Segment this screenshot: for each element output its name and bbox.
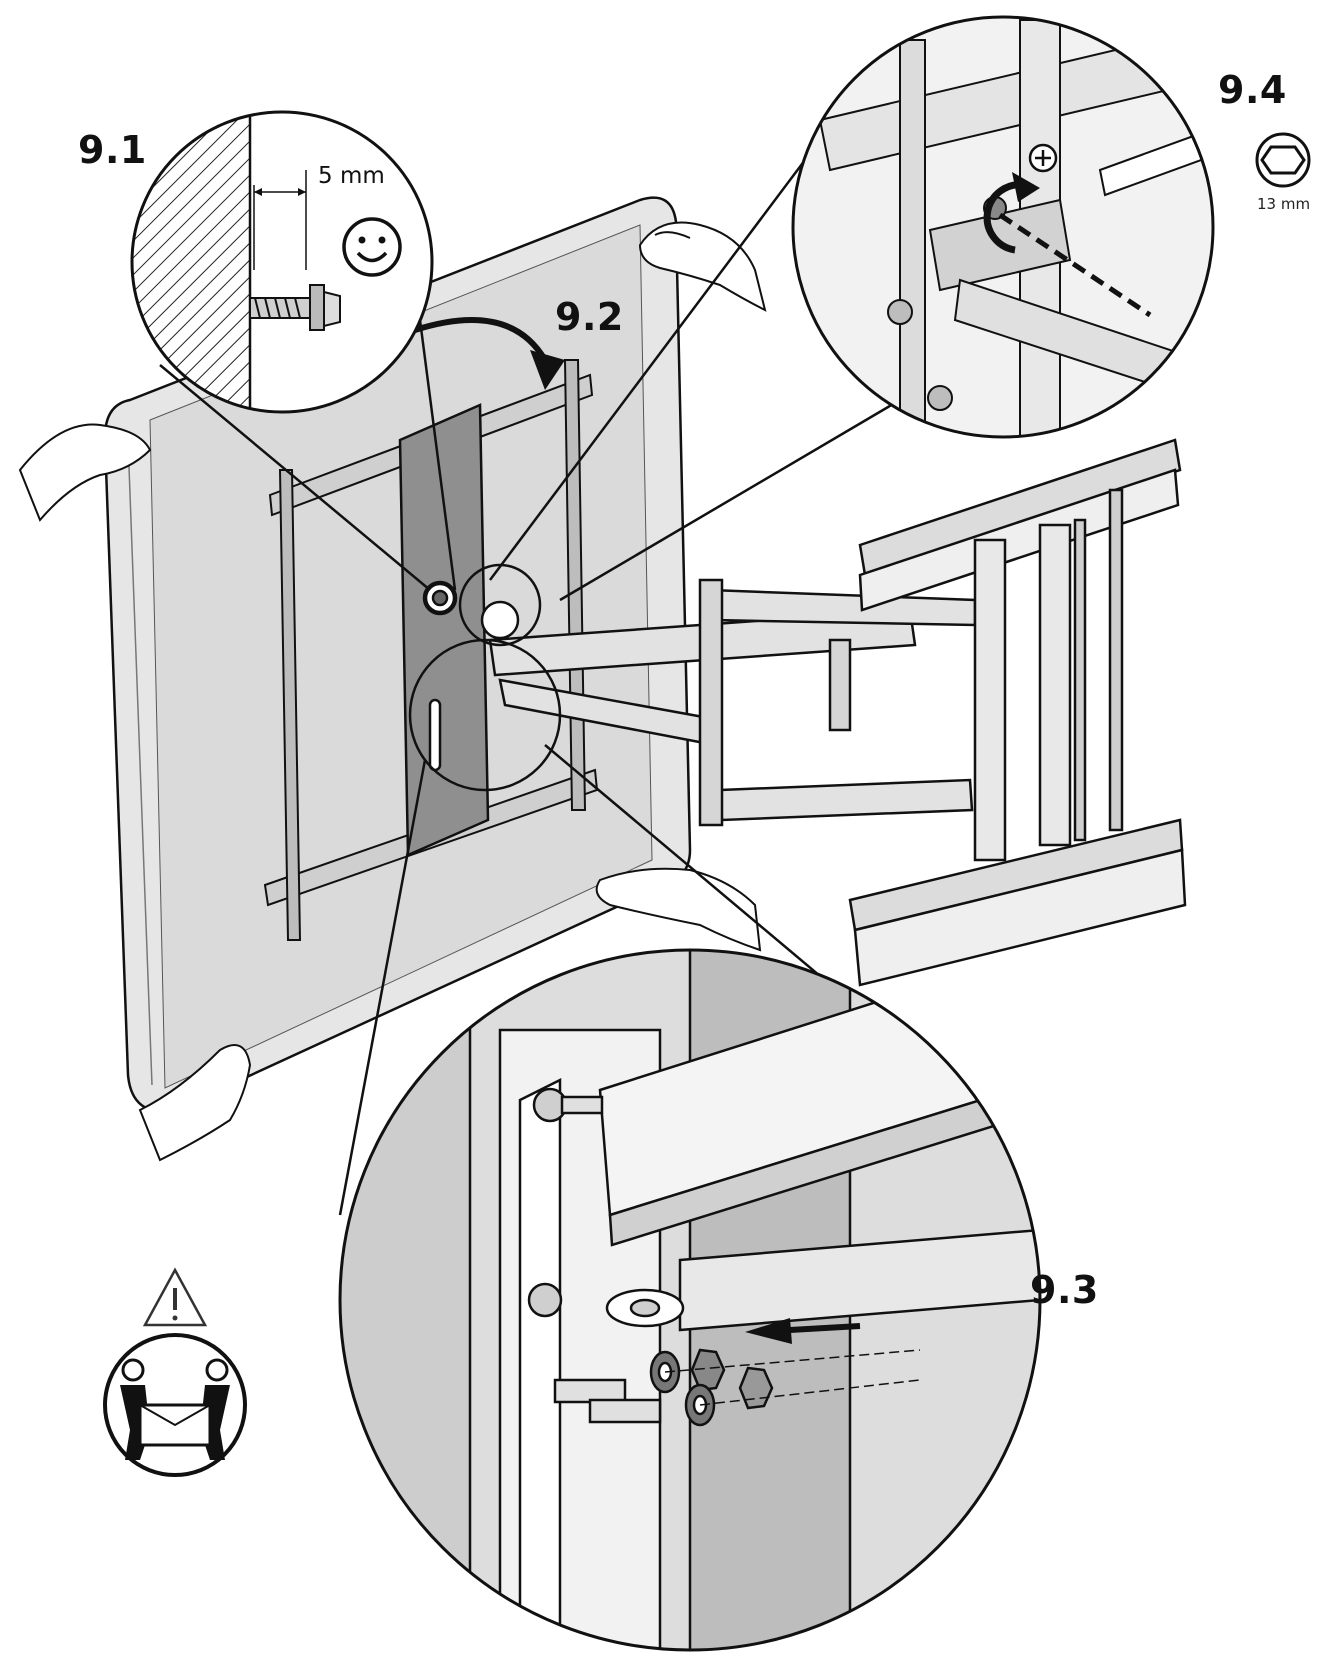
plus-icon <box>1028 143 1058 173</box>
detail-9-4 <box>791 15 1215 439</box>
placement-arrow <box>414 317 565 390</box>
step-label-9-4: 9.4 <box>1218 68 1287 112</box>
hand-bottom-right <box>595 867 762 952</box>
bolt-lower <box>527 1282 662 1424</box>
tv-bracket <box>848 438 1187 987</box>
washer-nut-set <box>649 1348 774 1427</box>
smiley-icon <box>342 217 402 277</box>
gap-dimension-label: 5 mm <box>318 163 385 189</box>
hand-top-right <box>638 221 767 312</box>
warning-triangle-icon <box>142 1267 208 1327</box>
articulating-arm <box>480 578 977 827</box>
detail-9-1 <box>130 110 434 414</box>
tv-panel <box>103 196 692 1113</box>
detail-9-3 <box>338 948 1042 1652</box>
step-label-9-3: 9.3 <box>1030 1268 1099 1312</box>
bolt-upper <box>532 1087 604 1123</box>
tool-size-label: 13 mm <box>1257 195 1311 213</box>
two-person-lift-icon <box>103 1333 247 1477</box>
hex-socket-icon <box>1255 132 1311 188</box>
step-label-9-2: 9.2 <box>555 295 624 339</box>
hand-bottom-left <box>138 1044 252 1162</box>
insert-arrow <box>745 1318 861 1344</box>
callout-lines <box>159 139 921 1216</box>
wall-plate <box>398 403 490 857</box>
rotate-arrow-icon <box>983 172 1040 254</box>
hand-top-left <box>18 423 152 522</box>
step-label-9-1: 9.1 <box>78 128 147 172</box>
lag-bolt <box>249 284 341 331</box>
